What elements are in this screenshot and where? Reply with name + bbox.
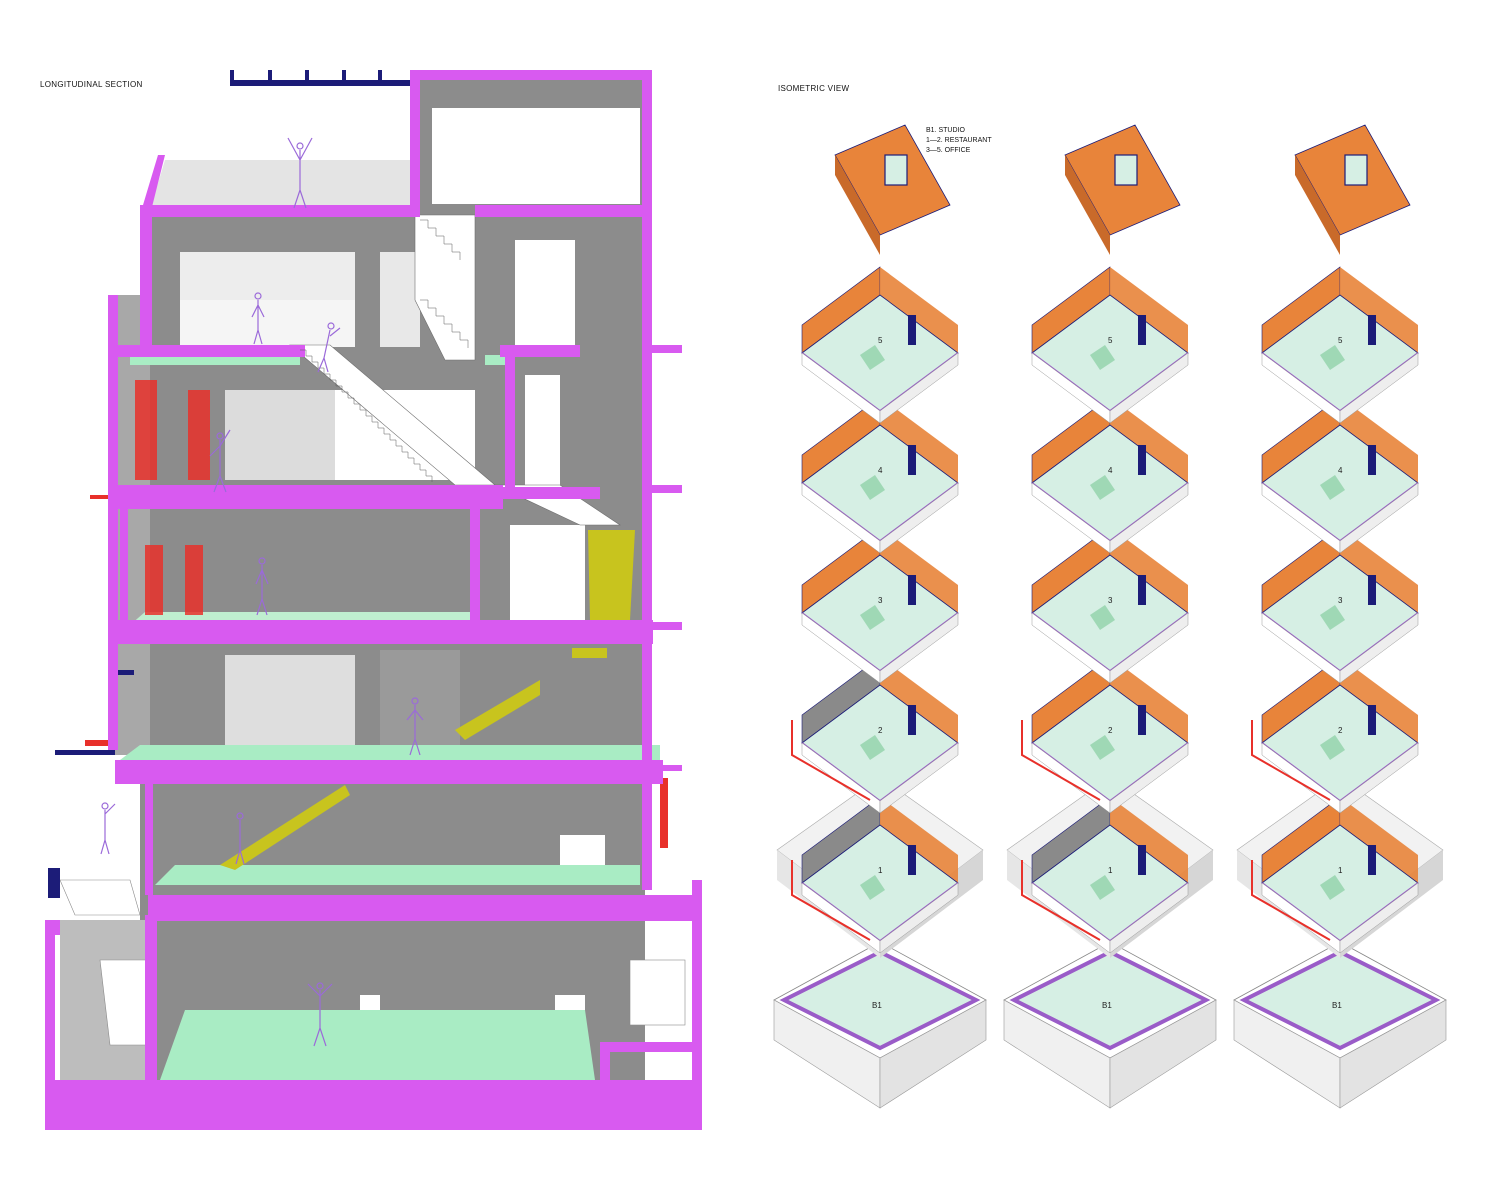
stair-core: [1138, 445, 1146, 475]
stair-core: [908, 315, 916, 345]
isometric-title: ISOMETRIC VIEW: [778, 84, 850, 93]
floor-label: 3: [1108, 596, 1113, 605]
floor-module-1: 1: [1006, 776, 1214, 958]
stair-core: [1138, 705, 1146, 735]
floor-label: 1: [1108, 866, 1113, 875]
program-legend: B1. STUDIO 1—2. RESTAURANT 3—5. OFFICE: [926, 126, 992, 156]
floor-label: 2: [1338, 726, 1343, 735]
red-services: [85, 380, 668, 848]
stair-core: [1138, 315, 1146, 345]
floor-label: 4: [1108, 466, 1113, 475]
floor-module-4: 4: [801, 396, 959, 554]
section-cut: [45, 70, 702, 1130]
stair-lower-left: [59, 879, 686, 1046]
stair-core: [1138, 575, 1146, 605]
stair-upper: [289, 214, 621, 526]
stair-core: [1368, 315, 1376, 345]
floor-label: 1: [878, 866, 883, 875]
isometric-stack-1: B1 1 2 3 4 5: [773, 124, 987, 1109]
legend-item-restaurant: 1—2. RESTAURANT: [926, 137, 992, 144]
floor-label: 3: [1338, 596, 1343, 605]
floor-module-4: 4: [1031, 396, 1189, 554]
floor-module-b1: B1: [773, 941, 987, 1109]
floor-label: 5: [1108, 336, 1113, 345]
floor-module-3: 3: [1261, 526, 1419, 684]
stair-yellow: [220, 530, 635, 870]
floor-module-1: 1: [1236, 776, 1444, 958]
floor-module-b1: B1: [1003, 941, 1217, 1109]
stair-core: [1138, 845, 1146, 875]
stair-core: [1368, 445, 1376, 475]
isometric-stack-2: B1 1 2 3 4 5: [1003, 124, 1217, 1109]
floor-module-4: 4: [1261, 396, 1419, 554]
floor-module-b1: B1: [1233, 941, 1447, 1109]
floor-label: B1: [872, 1001, 882, 1010]
stair-core: [1368, 575, 1376, 605]
roof-module: [1064, 124, 1181, 255]
floor-module-2: 2: [791, 656, 959, 814]
floor-module-3: 3: [801, 526, 959, 684]
floor-label: 5: [1338, 336, 1343, 345]
steel-details: [48, 70, 410, 898]
floor-module-2: 2: [1021, 656, 1189, 814]
section-title: LONGITUDINAL SECTION: [40, 80, 143, 89]
floor-module-1: 1: [776, 776, 984, 958]
floor-label: 3: [878, 596, 883, 605]
stair-core: [908, 445, 916, 475]
stair-core: [908, 705, 916, 735]
floor-module-3: 3: [1031, 526, 1189, 684]
roof-module: [1294, 124, 1411, 255]
floor-label: 1: [1338, 866, 1343, 875]
stair-core: [908, 575, 916, 605]
isometric-stack-3: B1 1 2 3 4 5: [1233, 124, 1447, 1109]
stair-steps: [300, 219, 469, 482]
floor-module-2: 2: [1251, 656, 1419, 814]
floor-module-5: 5: [1261, 266, 1419, 424]
roof-module: [834, 124, 951, 255]
floor-label: 2: [1108, 726, 1113, 735]
floor-label: 5: [878, 336, 883, 345]
stair-core: [1368, 845, 1376, 875]
floor-label: 2: [878, 726, 883, 735]
floor-module-5: 5: [801, 266, 959, 424]
floor-label: B1: [1332, 1001, 1342, 1010]
floor-finishes: [120, 355, 660, 1080]
floor-label: B1: [1102, 1001, 1112, 1010]
floor-label: 4: [878, 466, 883, 475]
stair-core: [1368, 705, 1376, 735]
human-figures: [100, 137, 424, 1047]
stair-core: [908, 845, 916, 875]
floor-module-5: 5: [1031, 266, 1189, 424]
legend-item-studio: B1. STUDIO: [926, 127, 965, 134]
floor-label: 4: [1338, 466, 1343, 475]
legend-item-office: 3—5. OFFICE: [926, 147, 971, 154]
